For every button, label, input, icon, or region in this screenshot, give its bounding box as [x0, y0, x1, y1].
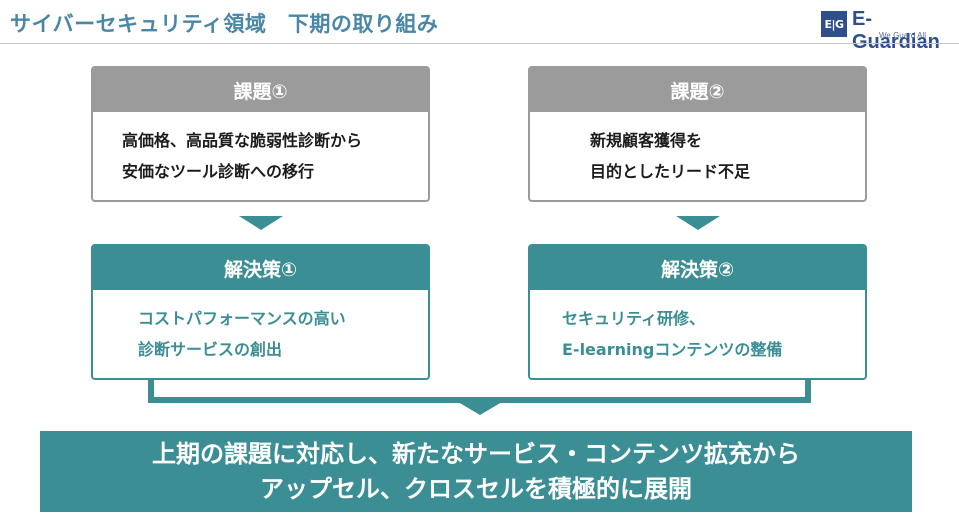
arrow-down-icon [458, 402, 502, 415]
page-title: サイバーセキュリティ領域 下期の取り組み [10, 12, 439, 36]
issue-body-1: 高価格、高品質な脆弱性診断から 安価なツール診断への移行 [93, 112, 428, 200]
issue-box-2: 課題② 新規顧客獲得を 目的としたリード不足 [528, 66, 867, 202]
arrow-down-icon [239, 216, 283, 230]
summary-line-1: 上期の課題に対応し、新たなサービス・コンテンツ拡充から [152, 439, 800, 468]
logo-mark-icon: E|G [821, 11, 847, 37]
logo-tagline: We Guard All [879, 31, 926, 40]
issue-title-2: 課題② [530, 68, 865, 112]
solution-1-line-1: コストパフォーマンスの高い [138, 309, 346, 328]
summary-line-2: アップセル、クロスセルを積極的に展開 [260, 474, 692, 503]
solution-title-1: 解決策① [93, 246, 428, 290]
solution-1-line-2: 診断サービスの創出 [138, 340, 283, 359]
title-divider [0, 43, 959, 44]
bracket-right-leg [805, 380, 811, 402]
issue-1-line-1: 高価格、高品質な脆弱性診断から [122, 131, 363, 150]
solution-box-2: 解決策② セキュリティ研修、 E-learningコンテンツの整備 [528, 244, 867, 380]
solution-box-1: 解決策① コストパフォーマンスの高い 診断サービスの創出 [91, 244, 430, 380]
issue-title-1: 課題① [93, 68, 428, 112]
arrow-down-icon [676, 216, 720, 230]
solution-body-2: セキュリティ研修、 E-learningコンテンツの整備 [530, 290, 865, 378]
solution-2-line-2: E-learningコンテンツの整備 [562, 340, 783, 359]
bracket-left-leg [148, 380, 154, 402]
solution-title-2: 解決策② [530, 246, 865, 290]
issue-2-line-1: 新規顧客獲得を [590, 131, 703, 150]
issue-body-2: 新規顧客獲得を 目的としたリード不足 [530, 112, 865, 200]
solution-2-line-1: セキュリティ研修、 [562, 309, 706, 328]
summary-banner: 上期の課題に対応し、新たなサービス・コンテンツ拡充から アップセル、クロスセルを… [40, 431, 912, 512]
logo-name: E-Guardian [852, 8, 940, 53]
bracket-bar [148, 397, 811, 403]
company-logo: E|G E-Guardian We Guard All [821, 8, 956, 53]
issue-1-line-2: 安価なツール診断への移行 [122, 162, 315, 181]
solution-body-1: コストパフォーマンスの高い 診断サービスの創出 [93, 290, 428, 378]
issue-2-line-2: 目的としたリード不足 [590, 162, 751, 181]
issue-box-1: 課題① 高価格、高品質な脆弱性診断から 安価なツール診断への移行 [91, 66, 430, 202]
